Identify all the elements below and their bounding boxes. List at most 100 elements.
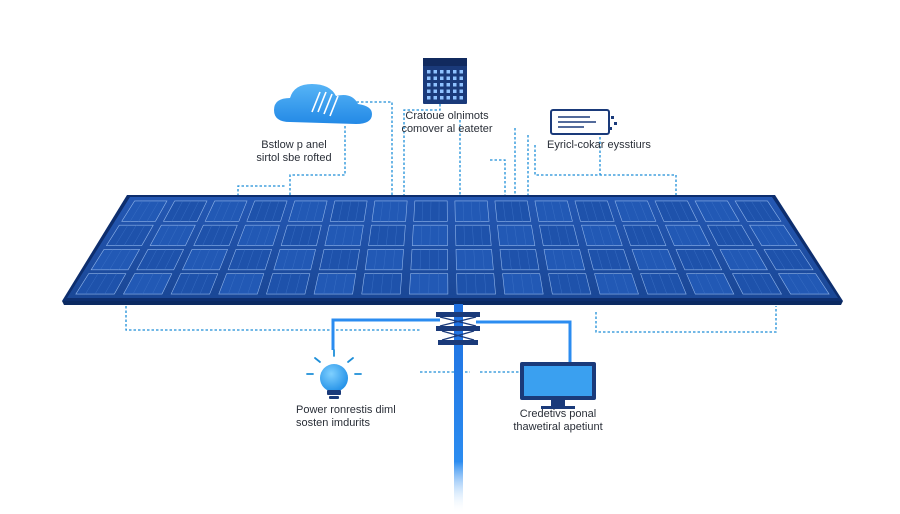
panel-subcell-line [715, 225, 728, 246]
cloud-label: Bstlow p anel sirtol sbe rofted [246, 139, 342, 165]
panel-subcell-line [132, 225, 145, 246]
panel-subcell-line [542, 200, 548, 222]
panel-cell [218, 273, 265, 295]
panel-cell [594, 273, 639, 295]
calendar-dot [427, 96, 431, 100]
panel-subcell-line [695, 273, 706, 295]
panel-subcell-line [429, 225, 431, 246]
calendar-dot [446, 70, 450, 74]
panel-subcell-line [419, 249, 422, 270]
panel-subcell-line [199, 273, 209, 295]
panel-cell [170, 273, 219, 295]
calendar-dot [440, 96, 444, 100]
panel-subcell-line [511, 273, 515, 295]
panel-subcell-line [596, 249, 603, 270]
panel-subcell-line [295, 273, 301, 295]
calendar-dot [446, 76, 450, 80]
panel-subcell-line [473, 249, 476, 270]
panel-subcell-line [662, 200, 673, 222]
panel-cell [121, 200, 168, 222]
panel-subcell-line [465, 273, 467, 295]
panel-subcell-line [757, 225, 771, 246]
panel-subcell-line [702, 249, 713, 270]
panel-subcell-line [190, 273, 200, 295]
panel-subcell-line [337, 249, 342, 270]
panel-subcell-line [202, 225, 212, 246]
panel-subcell-line [631, 225, 640, 246]
panel-subcell-line [200, 249, 210, 270]
panel-subcell-line [743, 200, 756, 222]
panel-subcell-line [246, 249, 254, 270]
panel-subcell-line [263, 225, 272, 246]
panel-subcell-line [346, 249, 351, 270]
panel-cell [329, 200, 368, 222]
panel-subcell-line [478, 200, 481, 222]
panel-subcell-line [275, 273, 283, 295]
panel-subcell-line [421, 200, 424, 222]
solar-panel [62, 195, 843, 305]
panel-subcell-line [671, 200, 681, 222]
panel-subcell-line [796, 273, 811, 295]
panel-subcell-line [313, 200, 320, 222]
panel-subcell-line [255, 249, 263, 270]
panel-cell [319, 249, 360, 271]
calendar-dot [433, 70, 437, 74]
panel-cell [494, 200, 532, 222]
calendar-dot [459, 83, 463, 87]
panel-cell [246, 200, 288, 222]
panel-subcell-line [289, 225, 297, 246]
panel-cell-grid [75, 200, 830, 295]
calendar-dot [427, 70, 431, 74]
panel-subcell-line [392, 249, 395, 270]
panel-cell [539, 224, 579, 246]
panel-subcell-line [292, 249, 298, 270]
panel-subcell-line [380, 273, 384, 295]
panel-subcell-line [728, 249, 740, 270]
calendar-dot [427, 83, 431, 87]
panel-subcell-line [146, 200, 160, 222]
panel-subcell-line [766, 225, 780, 246]
controller-label-line1: Cratoue olnimots [405, 110, 489, 122]
panel-subcell-line [622, 200, 631, 222]
panel-cell [313, 273, 357, 295]
mounting-pole [436, 304, 480, 514]
panel-cell [665, 224, 711, 246]
panel-subcell-line [612, 273, 620, 295]
panel-subcell-line [640, 249, 649, 270]
panel-subcell-line [220, 225, 229, 246]
panel-cell [719, 249, 768, 271]
panel-subcell-line [630, 200, 640, 222]
panel-cell [749, 224, 798, 246]
panel-subcell-line [772, 249, 786, 270]
panel-cell [193, 224, 238, 246]
panel-subcell-line [132, 273, 145, 295]
panel-subcell-line [371, 273, 375, 295]
light-bulb-icon [306, 349, 362, 399]
panel-subcell-line [388, 200, 392, 222]
panel-subcell-line [115, 225, 128, 246]
panel-subcell-line [781, 249, 795, 270]
calendar-dot [453, 96, 457, 100]
panel-subcell-line [570, 249, 576, 270]
panel-subcell-line [774, 225, 789, 246]
panel-subcell-line [246, 225, 255, 246]
panel-subcell-line [176, 225, 187, 246]
panel-subcell-line [582, 200, 590, 222]
panel-subcell-line [383, 249, 386, 270]
power-label: Power ronrestis diml sosten imdurits [296, 404, 396, 430]
panel-subcell-line [589, 225, 596, 246]
panel-subcell-line [385, 225, 389, 246]
panel-subcell-line [622, 273, 630, 295]
calendar-dot [427, 76, 431, 80]
panel-subcell-line [806, 273, 820, 295]
panel-cell [361, 273, 403, 295]
panel-subcell-line [714, 273, 725, 295]
calendar-dot [453, 70, 457, 74]
panel-subcell-line [228, 273, 237, 295]
panel-subcell-line [338, 200, 344, 222]
panel-cell [731, 273, 782, 295]
connector-lines [125, 58, 777, 373]
panel-subcell-line [142, 273, 154, 295]
panel-subcell-line [690, 225, 701, 246]
panel-subcell-line [351, 225, 356, 246]
